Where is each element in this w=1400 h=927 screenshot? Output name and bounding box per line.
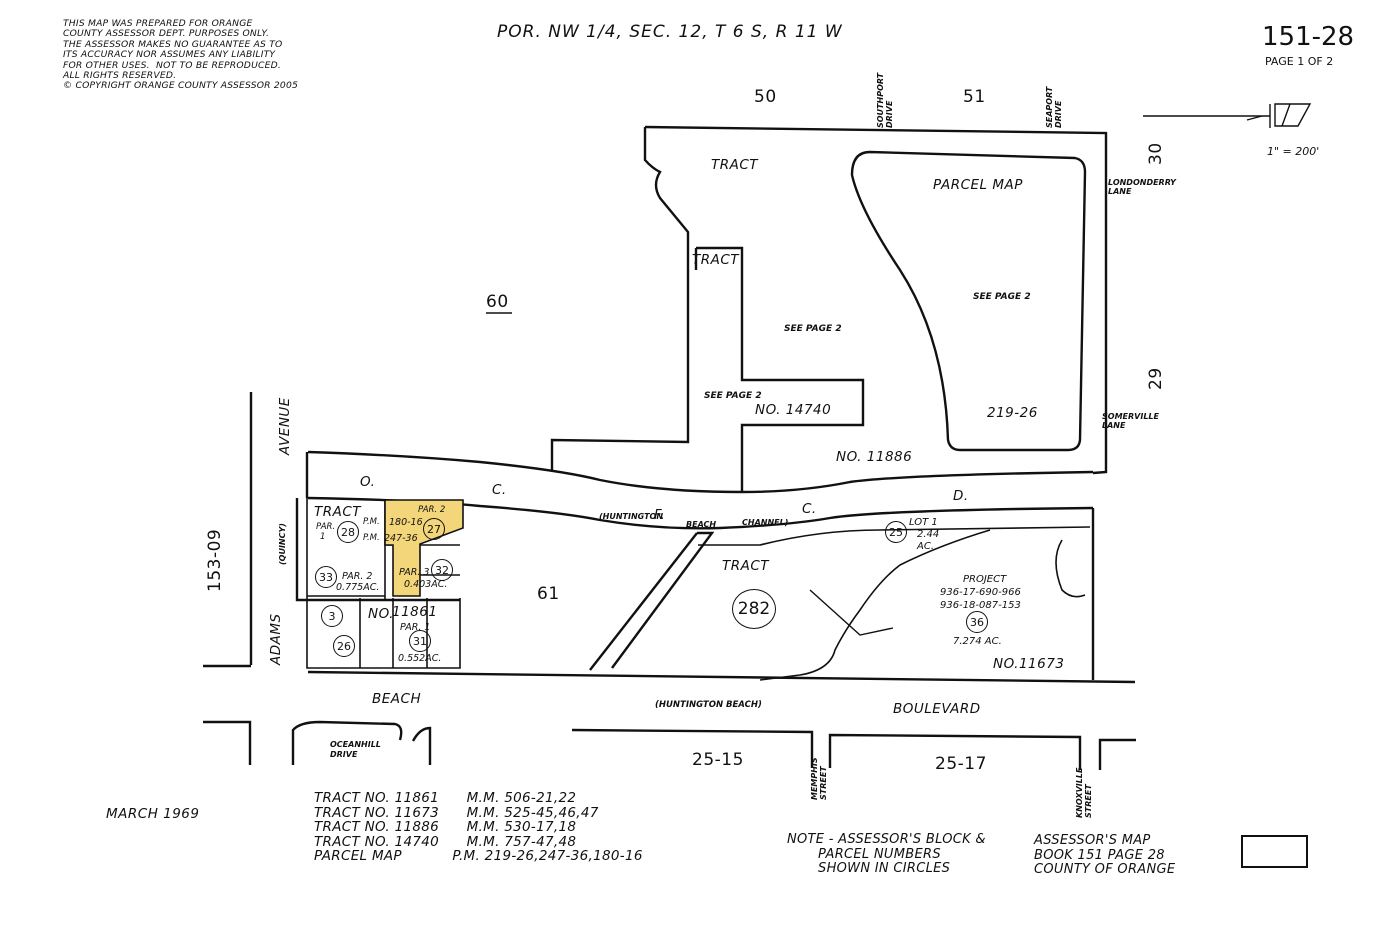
block-51: 51	[963, 87, 986, 107]
tract-label-top: TRACT	[711, 157, 759, 173]
tract-no-11886: NO. 11886	[836, 449, 913, 465]
par-2-acreage: 0.775AC.	[336, 582, 380, 593]
londonderry-lane-label: LONDONDERRY LANE	[1108, 178, 1176, 196]
map-date: MARCH 1969	[106, 806, 200, 822]
block-25-15: 25-15	[692, 750, 744, 770]
tract-11886-west-edge	[550, 127, 690, 470]
par-1-number: 1	[320, 532, 326, 542]
tract-11861-no: NO.	[368, 606, 394, 622]
lot-1-ac-unit: AC.	[917, 541, 935, 552]
pm-label-2: P.M.	[363, 533, 380, 543]
par-1-right-label: PAR. 1	[400, 622, 431, 633]
circle-25: 25	[885, 521, 907, 543]
channel-c1: C.	[492, 482, 507, 498]
block-60: 60	[486, 292, 509, 312]
par-1-label: PAR.	[316, 522, 336, 532]
tract-label-mid: TRACT	[692, 252, 740, 268]
boulevard-north-edge	[307, 670, 1136, 684]
parcel-map-boundary	[850, 150, 1087, 452]
knoxville-street-label: KNOXVILLE STREET	[1075, 767, 1093, 818]
par-1-right-acreage: 0.552AC.	[398, 653, 442, 664]
project-label: PROJECT	[963, 574, 1007, 585]
project-number-2: 936-18-087-153	[940, 600, 1021, 611]
adams-label: ADAMS	[268, 613, 284, 665]
channel-d: D.	[953, 488, 969, 504]
channel-channel: CHANNEL)	[742, 518, 789, 527]
project-acreage: 7.274 AC.	[953, 636, 1002, 647]
channel-f: F.	[654, 507, 666, 523]
block-61: 61	[537, 584, 560, 604]
map-number: 151-28	[1262, 22, 1355, 52]
project-number-1: 936-17-690-966	[940, 587, 1021, 598]
tract-11886-boundary	[644, 125, 1108, 475]
avenue-label: AVENUE	[277, 397, 293, 455]
tract-label-left: TRACT	[314, 504, 362, 520]
par-3-label: PAR. 3	[399, 567, 430, 578]
channel-o: O.	[360, 474, 376, 490]
block-25-17: 25-17	[935, 754, 987, 774]
block-153-09: 153-09	[205, 528, 225, 592]
block-30: 30	[1146, 142, 1166, 165]
page-indicator: PAGE 1 OF 2	[1265, 55, 1334, 68]
see-page-2-label-b: SEE PAGE 2	[704, 391, 762, 401]
pm-247-36-label: 247-36	[384, 533, 418, 544]
beach-blvd-south-edge	[203, 720, 252, 765]
see-page-2-label-c: SEE PAGE 2	[973, 292, 1031, 302]
huntington-beach-label: (HUNTINGTON BEACH)	[655, 700, 762, 710]
tract-label-282: TRACT	[722, 558, 770, 574]
yellow-par-2-label: PAR. 2	[418, 505, 446, 515]
somerville-lane-label: SOMERVILLE LANE	[1102, 412, 1159, 430]
circle-282: 282	[732, 589, 776, 629]
memphis-street-label: MEMPHIS STREET	[810, 757, 828, 800]
assessor-book-info: ASSESSOR'S MAP BOOK 151 PAGE 28 COUNTY O…	[1034, 833, 1176, 877]
circle-3: 3	[321, 605, 343, 627]
seaport-drive-label: SEAPORT DRIVE	[1045, 86, 1063, 128]
southport-drive-label: SOUTHPORT DRIVE	[876, 72, 894, 128]
parcel-map-219-26: 219-26	[987, 405, 1038, 421]
pm-label-1: P.M.	[363, 517, 380, 527]
tract-282-west	[589, 532, 698, 671]
parcel-map-label: PARCEL MAP	[933, 177, 1023, 193]
boulevard-label: BOULEVARD	[893, 701, 981, 717]
channel-huntington: (HUNTINGTON	[599, 512, 664, 521]
oceanhill-drive-label: OCEANHILL DRIVE	[330, 740, 381, 759]
beach-label: BEACH	[372, 691, 422, 707]
lot-1-label: LOT 1	[909, 517, 938, 528]
tract-no-14740: NO. 14740	[755, 402, 832, 418]
block-50: 50	[754, 87, 777, 107]
see-page-2-label-a: SEE PAGE 2	[784, 324, 842, 334]
pm-180-16-label: 180-16	[389, 517, 423, 528]
quincy-label: (QUINCY)	[278, 523, 287, 565]
circle-27: 27	[423, 518, 445, 540]
circle-26: 26	[333, 635, 355, 657]
tract-14740-boundary	[696, 246, 865, 492]
par-3-acreage: 0.403AC.	[404, 579, 448, 590]
lot-1-acreage: 2.44	[917, 529, 940, 540]
channel-north-edge	[307, 450, 1094, 494]
circle-36: 36	[966, 611, 988, 633]
scale-label: 1" = 200'	[1267, 145, 1320, 158]
channel-c2: C.	[802, 501, 817, 517]
channel-beach: BEACH	[686, 520, 717, 529]
circle-28: 28	[337, 521, 359, 543]
tract-no-11673: NO.11673	[993, 656, 1065, 672]
circle-33: 33	[315, 566, 337, 588]
block-29: 29	[1146, 367, 1166, 390]
circle-32: 32	[431, 559, 453, 581]
tract-records: TRACT NO. 11861 M.M. 506-21,22 TRACT NO.…	[314, 790, 643, 864]
assessor-note: NOTE - ASSESSOR'S BLOCK & PARCEL NUMBERS…	[787, 832, 986, 876]
disclaimer-text: THIS MAP WAS PREPARED FOR ORANGE COUNTY …	[63, 18, 299, 92]
tract-11861-number: 11861	[392, 604, 438, 620]
map-title: POR. NW 1/4, SEC. 12, T 6 S, R 11 W	[497, 22, 843, 42]
par-2-label: PAR. 2	[342, 571, 373, 582]
circle-31: 31	[409, 630, 431, 652]
